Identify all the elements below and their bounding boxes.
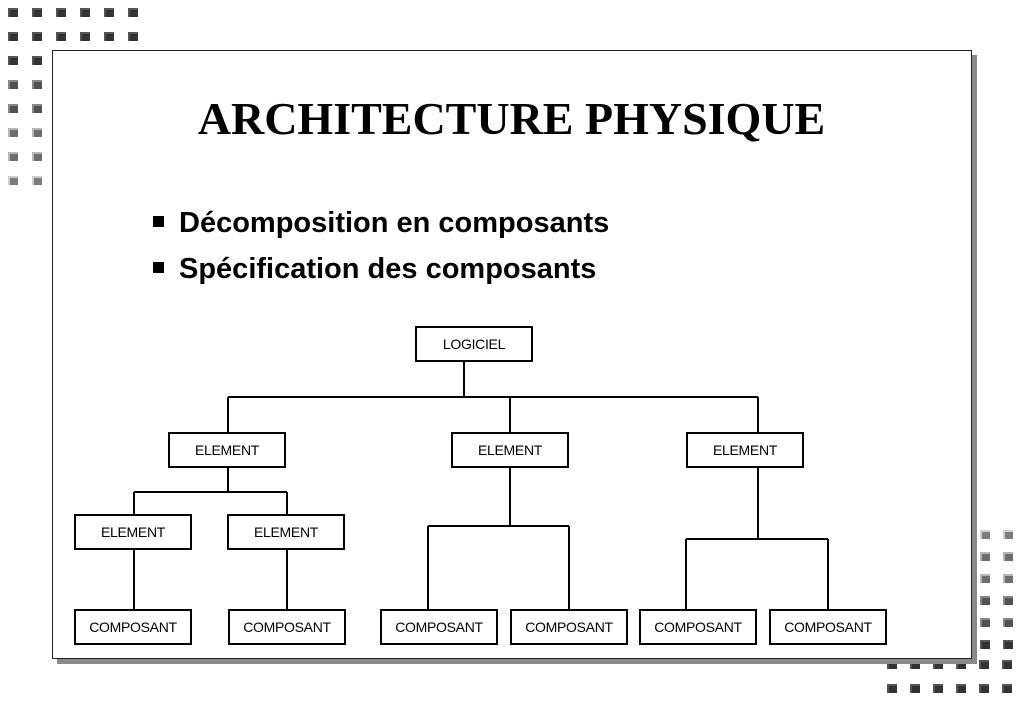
bullet-square-icon — [153, 215, 164, 227]
node-element: ELEMENT — [168, 432, 286, 468]
decorative-square — [956, 660, 966, 669]
bullet-square-icon — [153, 261, 164, 273]
decorative-square — [8, 152, 18, 161]
decorative-square — [980, 618, 990, 627]
decorative-square — [80, 32, 90, 41]
decorative-square — [8, 80, 18, 89]
decorative-square — [32, 176, 42, 185]
node-composant: COMPOSANT — [769, 609, 887, 645]
decorative-square — [980, 530, 990, 539]
decorative-square — [32, 8, 42, 17]
node-sub-element: ELEMENT — [74, 514, 192, 550]
decorative-square — [128, 32, 138, 41]
decorative-square — [979, 684, 989, 693]
decorative-square — [980, 640, 990, 649]
decorative-square — [104, 32, 114, 41]
decorative-square — [933, 684, 943, 693]
decorative-square — [8, 104, 18, 113]
node-logiciel: LOGICIEL — [415, 326, 533, 362]
decorative-square — [910, 660, 920, 669]
node-sub-element: ELEMENT — [227, 514, 345, 550]
decorative-square — [32, 56, 42, 65]
decorative-square — [980, 552, 990, 561]
bullet-item: Spécification des composants — [153, 253, 596, 286]
node-composant: COMPOSANT — [228, 609, 346, 645]
decorative-square — [8, 32, 18, 41]
decorative-square — [8, 56, 18, 65]
decorative-square — [980, 596, 990, 605]
decorative-square — [933, 660, 943, 669]
decorative-square — [979, 660, 989, 669]
decorative-square — [910, 684, 920, 693]
slide-title: ARCHITECTURE PHYSIQUE — [197, 93, 826, 144]
node-composant: COMPOSANT — [380, 609, 498, 645]
node-element: ELEMENT — [686, 432, 804, 468]
decorative-square — [1003, 618, 1013, 627]
decorative-square — [980, 574, 990, 583]
bullet-text: Spécification des composants — [179, 253, 597, 285]
bullet-item: Décomposition en composants — [153, 207, 609, 240]
node-composant: COMPOSANT — [510, 609, 628, 645]
decorative-square — [1002, 684, 1012, 693]
decorative-square — [128, 8, 138, 17]
decorative-square — [32, 128, 42, 137]
decorative-square — [56, 32, 66, 41]
decorative-square — [956, 684, 966, 693]
node-composant: COMPOSANT — [74, 609, 192, 645]
decorative-square — [32, 104, 42, 113]
decorative-square — [56, 8, 66, 17]
decorative-square — [1003, 552, 1013, 561]
decorative-square — [104, 8, 114, 17]
decorative-square — [32, 80, 42, 89]
decorative-square — [32, 152, 42, 161]
decorative-square — [1003, 530, 1013, 539]
decorative-square — [887, 684, 897, 693]
node-element: ELEMENT — [451, 432, 569, 468]
decorative-square — [8, 176, 18, 185]
decorative-square — [32, 32, 42, 41]
decorative-square — [8, 8, 18, 17]
decorative-square — [80, 8, 90, 17]
bullet-text: Décomposition en composants — [179, 207, 610, 239]
decorative-square — [1002, 660, 1012, 669]
node-composant: COMPOSANT — [639, 609, 757, 645]
decorative-square — [887, 660, 897, 669]
decorative-square — [1003, 596, 1013, 605]
decorative-square — [8, 128, 18, 137]
decorative-square — [1003, 640, 1013, 649]
decorative-square — [1003, 574, 1013, 583]
